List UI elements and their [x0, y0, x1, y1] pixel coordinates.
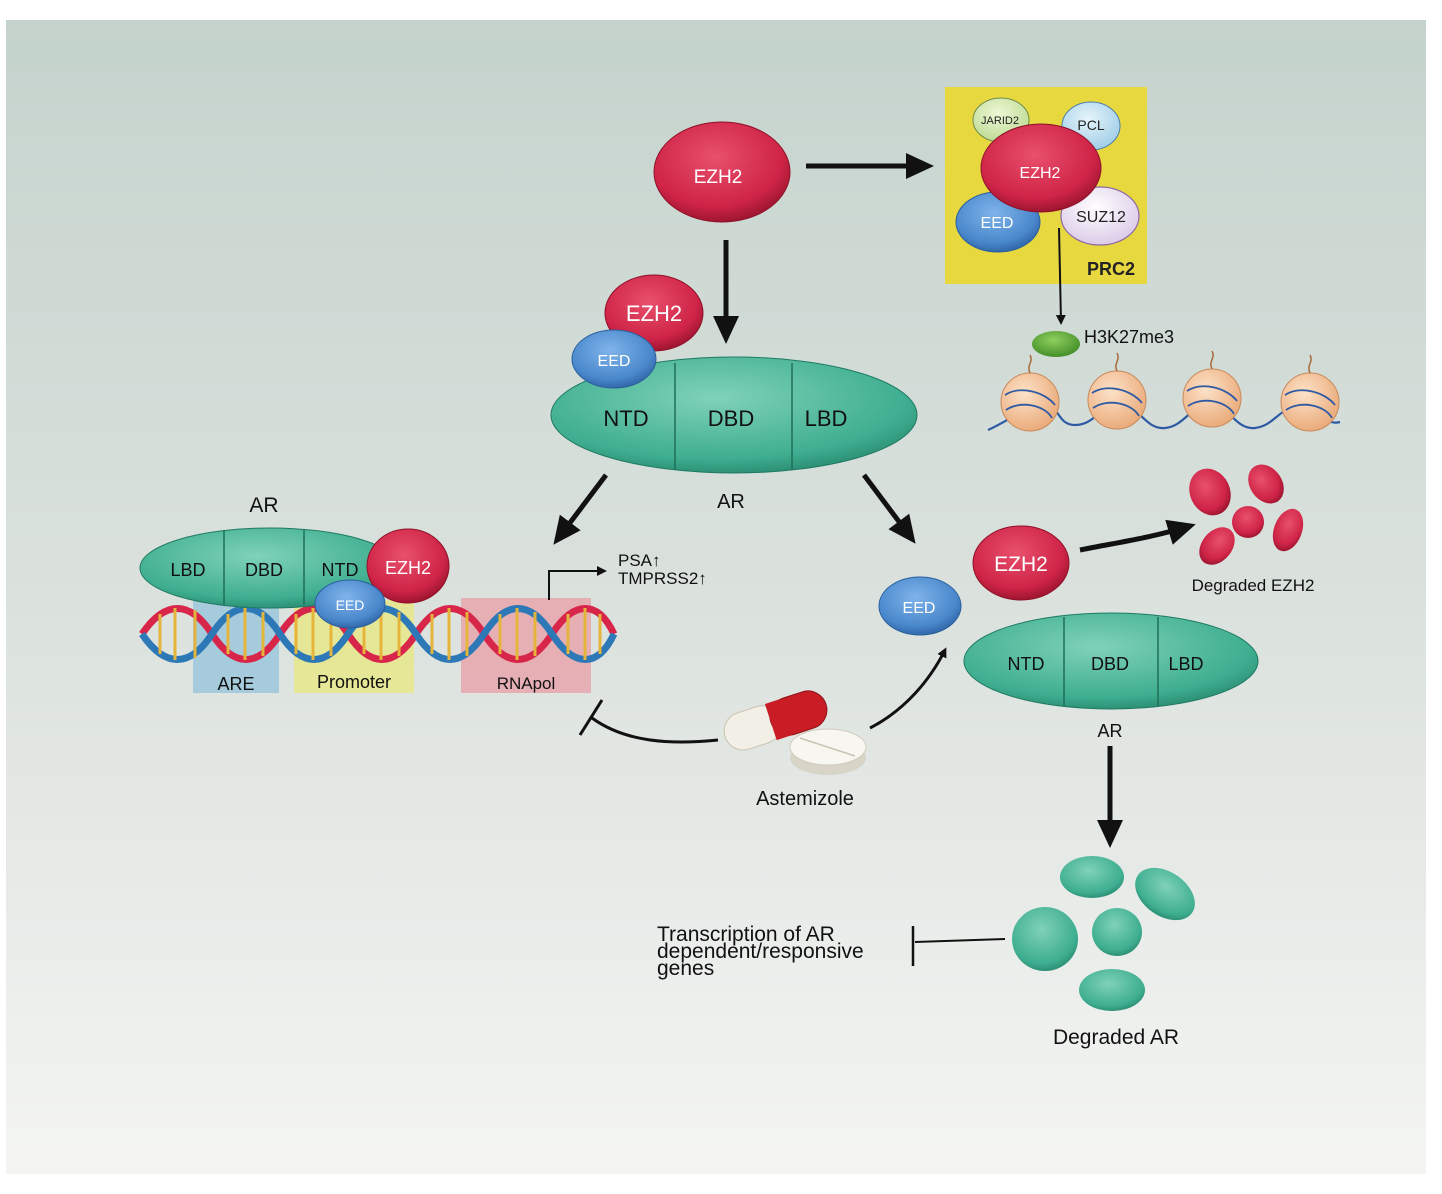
- nucleosome: [1182, 350, 1242, 428]
- prc2-eed-label: EED: [981, 215, 1014, 232]
- pcl-label: PCL: [1077, 117, 1104, 133]
- astemizole-drug: Astemizole: [578, 647, 947, 810]
- ar-complex-ezh2-label: EZH2: [626, 301, 682, 326]
- ar-domain-lbd: LBD: [805, 406, 848, 431]
- h3k27me3-label: H3K27me3: [1084, 327, 1174, 347]
- nucleosome: [1280, 354, 1340, 432]
- nucleosome: [1000, 354, 1060, 432]
- arrow-ar-to-degradation: [862, 473, 916, 544]
- free-ar: NTD DBD LBD AR: [963, 612, 1259, 741]
- free-ar-domain-dbd: DBD: [1091, 654, 1129, 674]
- gene-tmprss2: TMPRSS2↑: [618, 569, 707, 588]
- tablet-icon: [789, 728, 867, 775]
- dna-ezh2: [366, 528, 450, 604]
- free-ezh2-label: EZH2: [994, 553, 1048, 576]
- free-eed-label: EED: [903, 600, 936, 617]
- transcription-start-arrow: [548, 566, 607, 600]
- ar-complex-label: AR: [717, 491, 745, 513]
- prc2-complex: JARID2 PCL SUZ12 EED EZH2 PRC2: [945, 87, 1147, 284]
- top-ezh2: EZH2: [653, 121, 791, 223]
- ar-complex-eed: [571, 329, 657, 389]
- prc2-label: PRC2: [1087, 259, 1135, 279]
- arrow-drug-to-eed: [869, 647, 947, 730]
- top-ezh2-label: EZH2: [694, 167, 743, 188]
- degraded-ezh2-cluster: Degraded EZH2: [1189, 464, 1315, 595]
- rnapol-label: RNApol: [497, 674, 556, 693]
- ar-complex: NTD DBD LBD EZH2 EED AR: [550, 274, 918, 513]
- degraded-ezh2-label: Degraded EZH2: [1192, 576, 1315, 595]
- capsule-icon: [723, 690, 828, 751]
- transcription-inhibition: Transcription of AR dependent/responsive…: [657, 923, 1006, 980]
- promoter-label: Promoter: [317, 672, 391, 692]
- nucleosome: [1087, 352, 1147, 430]
- prc2-ezh2-subunit: [980, 123, 1102, 213]
- dna-eed-label: EED: [336, 597, 365, 613]
- ar-complex-eed-label: EED: [598, 353, 631, 370]
- dna-panel: ARE Promoter RNApol AR LBD DBD NTD EZH2 …: [139, 494, 707, 694]
- h3k27me3-mark: [1032, 331, 1080, 357]
- ar-domain-dbd: DBD: [708, 406, 754, 431]
- gene-psa: PSA↑: [618, 551, 661, 570]
- dna-ezh2-label: EZH2: [385, 558, 431, 578]
- suz12-label: SUZ12: [1076, 209, 1126, 226]
- are-label: ARE: [217, 674, 254, 694]
- arrow-prc2-to-h3k27me3: [1055, 227, 1066, 325]
- free-ar-domain-ntd: NTD: [1008, 654, 1045, 674]
- transcription-line-3: genes: [657, 957, 714, 980]
- degraded-ar-cluster: Degraded AR: [1012, 856, 1195, 1049]
- inhibition-curve-dna: [591, 716, 719, 744]
- arrow-ar-to-dna: [553, 473, 608, 545]
- astemizole-label: Astemizole: [756, 788, 854, 810]
- free-eed: EED: [878, 576, 962, 636]
- ar-body: [550, 356, 918, 474]
- jarid2-label: JARID2: [981, 115, 1019, 127]
- degraded-ar-label: Degraded AR: [1053, 1026, 1179, 1049]
- free-ar-domain-lbd: LBD: [1168, 654, 1203, 674]
- dna-ar-domain-lbd: LBD: [170, 560, 205, 580]
- dna-eed: [314, 579, 386, 629]
- free-ezh2: EZH2: [972, 525, 1070, 601]
- dna-ar-domain-dbd: DBD: [245, 560, 283, 580]
- prc2-ezh2-label: EZH2: [1020, 165, 1061, 182]
- free-ar-label: AR: [1097, 721, 1122, 741]
- transcription-line-1: Transcription of AR: [657, 923, 835, 946]
- chromatin: H3K27me3: [987, 327, 1341, 432]
- ar-domain-ntd: NTD: [603, 406, 648, 431]
- arrow-ezh2-to-degraded: [1079, 519, 1196, 553]
- transcription-line-2: dependent/responsive: [657, 940, 864, 963]
- dna-ar-domain-ntd: NTD: [322, 560, 359, 580]
- dna-ar-label: AR: [249, 494, 278, 517]
